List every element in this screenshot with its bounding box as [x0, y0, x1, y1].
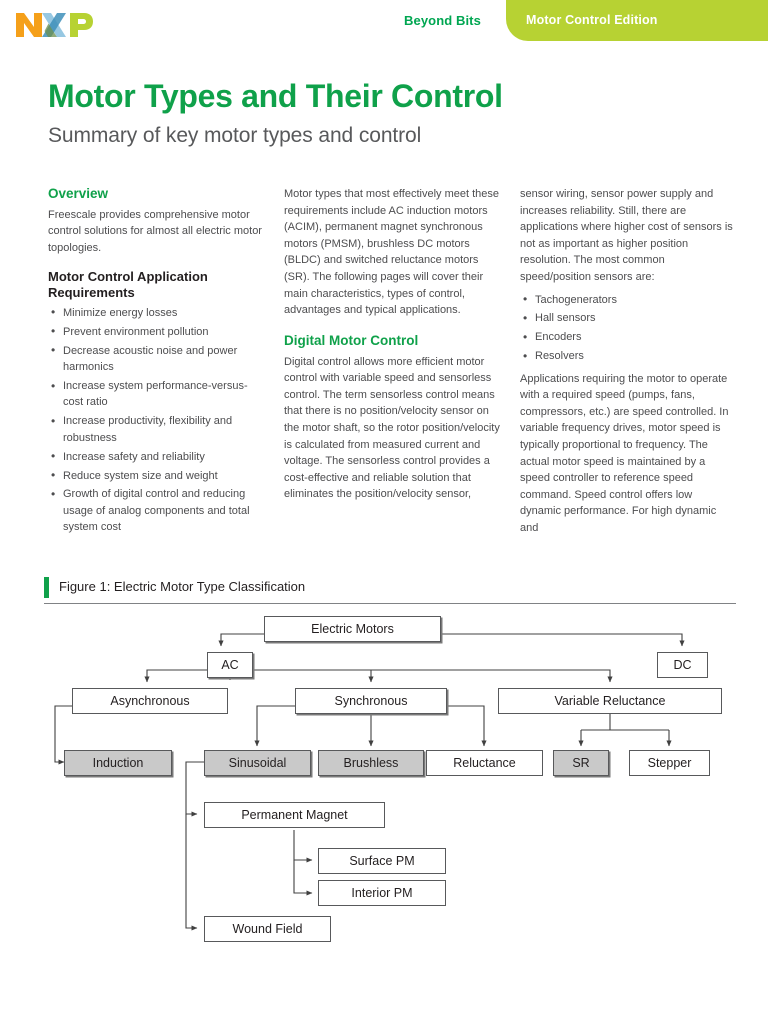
node-brushless[interactable]: Brushless [318, 750, 424, 776]
edition-label: Motor Control Edition [526, 13, 658, 27]
list-item: Increase system performance-versus-cost … [48, 378, 264, 411]
node-ac[interactable]: AC [207, 652, 253, 678]
motor-classification-diagram: Electric Motors AC DC Asynchronous Synch… [0, 608, 768, 958]
node-electric-motors[interactable]: Electric Motors [264, 616, 441, 642]
list-item: Tachogenerators [520, 291, 736, 308]
node-asynchronous[interactable]: Asynchronous [72, 688, 228, 714]
list-item: Encoders [520, 329, 736, 346]
list-item: Prevent environment pollution [48, 323, 264, 340]
page-title: Motor Types and Their Control [48, 78, 503, 114]
node-surface-pm[interactable]: Surface PM [318, 848, 446, 874]
figure-caption-block: Figure 1: Electric Motor Type Classifica… [44, 576, 736, 604]
node-sr[interactable]: SR [553, 750, 609, 776]
motor-types-text: Motor types that most effectively meet t… [284, 188, 500, 317]
list-item: Increase safety and reliability [48, 448, 264, 465]
node-permanent-magnet[interactable]: Permanent Magnet [204, 802, 385, 828]
digital-motor-control-text: Digital control allows more efficient mo… [284, 355, 500, 501]
overview-text: Freescale provides comprehensive motor c… [48, 208, 262, 255]
node-interior-pm[interactable]: Interior PM [318, 880, 446, 906]
figure-accent-bar [44, 577, 49, 598]
requirements-list: Minimize energy losses Prevent environme… [48, 304, 264, 536]
article-columns: Overview Freescale provides comprehensiv… [48, 186, 738, 538]
list-item: Hall sensors [520, 310, 736, 327]
node-variable-reluctance[interactable]: Variable Reluctance [498, 688, 722, 714]
diagram-connectors [54, 633, 685, 931]
list-item: Resolvers [520, 348, 736, 365]
list-item: Minimize energy losses [48, 304, 264, 321]
page-subtitle: Summary of key motor types and control [48, 124, 422, 147]
node-dc[interactable]: DC [657, 652, 708, 678]
applications-text: Applications requiring the motor to oper… [520, 372, 729, 535]
node-wound-field[interactable]: Wound Field [204, 916, 331, 942]
sensor-continuation-text: sensor wiring, sensor power supply and i… [520, 188, 733, 283]
column-three: sensor wiring, sensor power supply and i… [520, 186, 736, 538]
node-reluctance[interactable]: Reluctance [426, 750, 543, 776]
figure-divider [44, 603, 736, 604]
node-induction[interactable]: Induction [64, 750, 172, 776]
node-sinusoidal[interactable]: Sinusoidal [204, 750, 311, 776]
list-item: Decrease acoustic noise and power harmon… [48, 342, 264, 376]
page-header: Motor Control Edition Beyond Bits [0, 0, 768, 42]
column-two: Motor types that most effectively meet t… [284, 186, 500, 538]
digital-motor-control-heading: Digital Motor Control [284, 332, 419, 348]
overview-heading: Overview [48, 186, 109, 201]
list-item: Reduce system size and weight [48, 467, 264, 484]
list-item: Increase productivity, flexibility and r… [48, 413, 264, 446]
beyond-bits-label: Beyond Bits [404, 13, 481, 28]
nxp-logo [14, 10, 94, 40]
node-synchronous[interactable]: Synchronous [295, 688, 447, 714]
node-stepper[interactable]: Stepper [629, 750, 710, 776]
list-item: Growth of digital control and reducing u… [48, 486, 264, 535]
requirements-heading: Motor Control Application Requirements [48, 268, 208, 301]
figure-caption: Figure 1: Electric Motor Type Classifica… [59, 579, 306, 594]
edition-banner [506, 0, 768, 41]
column-one: Overview Freescale provides comprehensiv… [48, 186, 264, 538]
sensor-list: Tachogenerators Hall sensors Encoders Re… [520, 291, 736, 365]
